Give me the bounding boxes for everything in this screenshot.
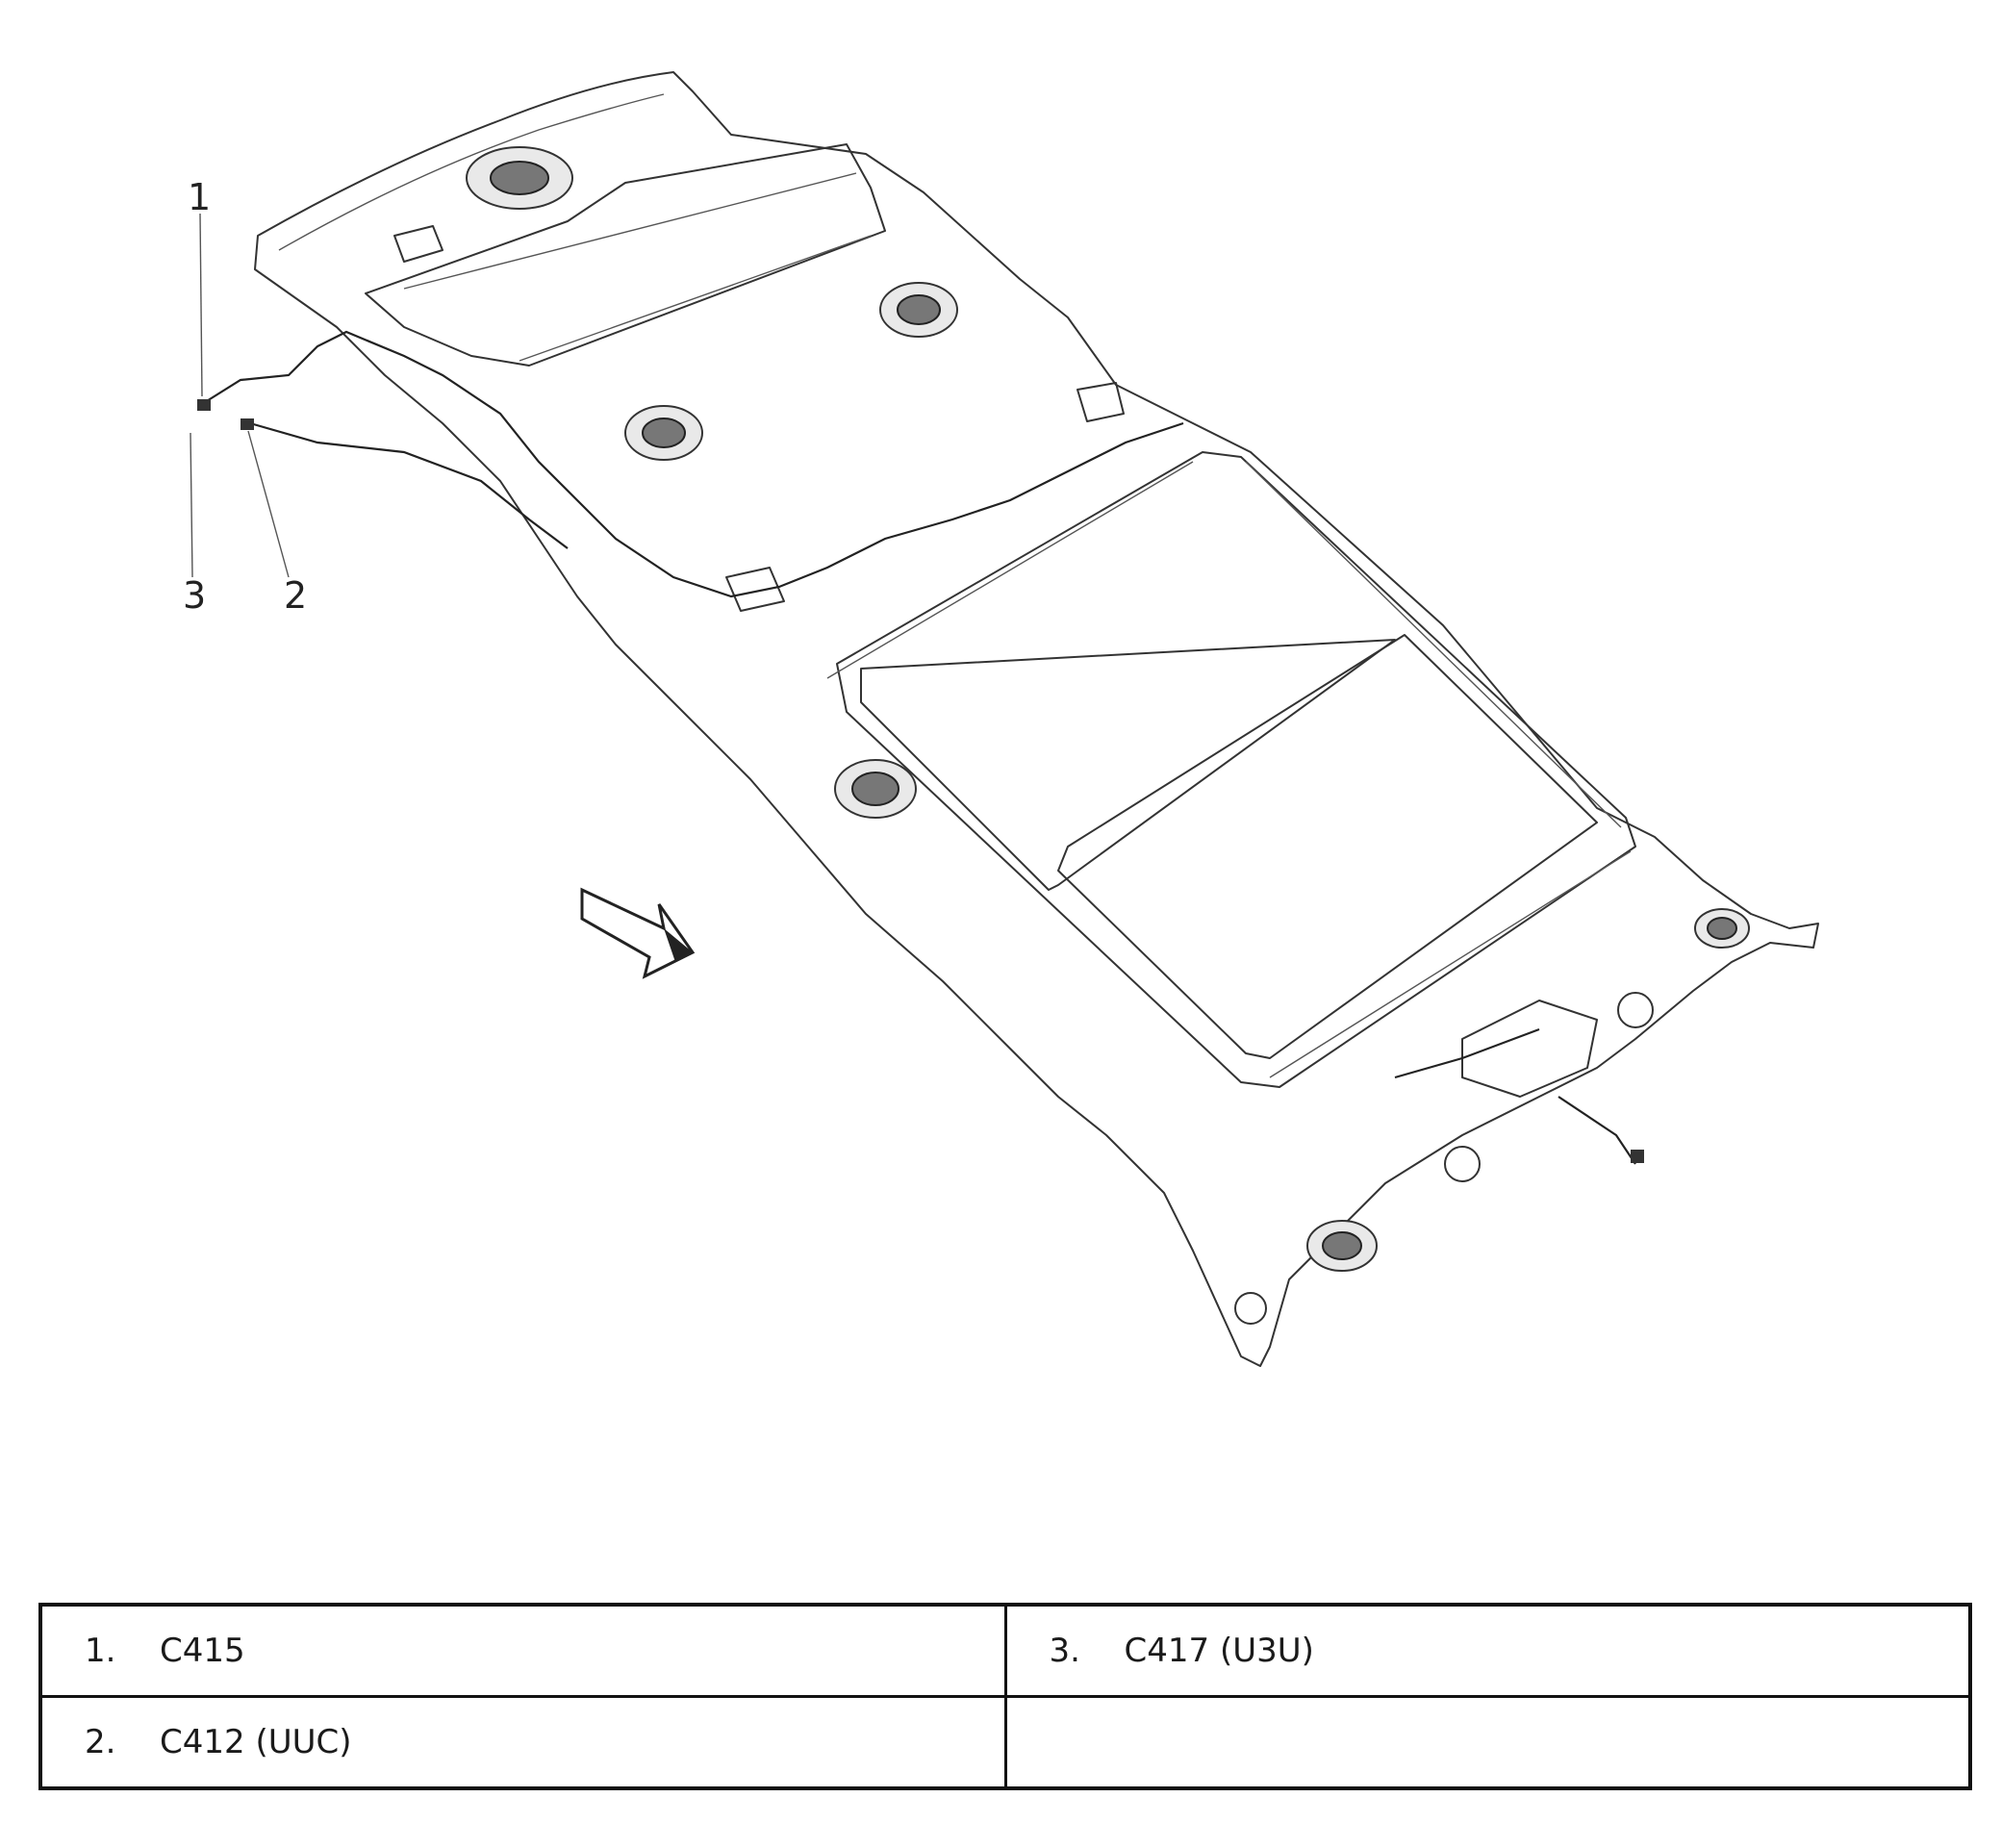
- front-overhead-speaker-icon: [466, 146, 573, 210]
- visor-clip-right: [1076, 382, 1125, 422]
- callout-1-leader: [199, 213, 203, 397]
- callout-3-leader: [190, 432, 193, 578]
- speaker-grille-icon: [834, 759, 917, 819]
- wiring-harness: [201, 330, 1184, 598]
- legend-number: 2.: [85, 1723, 116, 1761]
- front-edge-line: [278, 93, 665, 251]
- sunroof-glass-front: [860, 639, 1396, 891]
- connector-icon: [197, 399, 211, 411]
- connector-icon: [1631, 1150, 1644, 1163]
- front-direction-arrow-icon: [580, 887, 696, 979]
- legend-row: 2. C412 (UUC): [38, 1695, 1972, 1790]
- speaker-grille-icon: [1694, 908, 1750, 949]
- wiring-harness-rear: [1394, 1027, 1636, 1165]
- legend-text: C412 (UUC): [160, 1723, 352, 1761]
- sunroof-frame: [836, 451, 1636, 1088]
- connector-icon: [241, 418, 254, 430]
- legend-cell-empty: [1003, 1695, 1972, 1790]
- legend-text: C417 (U3U): [1124, 1632, 1314, 1670]
- sunroof-glass-rear: [1057, 634, 1598, 1059]
- speaker-grille-icon: [879, 282, 958, 338]
- rear-clip-left: [1444, 1146, 1481, 1182]
- visor-clip-center: [725, 567, 785, 612]
- front-panel-seam: [403, 172, 872, 362]
- callout-2: 2: [284, 574, 307, 617]
- speaker-grille-icon: [624, 405, 703, 461]
- rear-clip-right: [1617, 992, 1654, 1028]
- rear-clip-far: [1234, 1292, 1267, 1325]
- legend-cell: 1. C415: [38, 1603, 1007, 1698]
- front-panel: [365, 143, 886, 367]
- callout-2-leader: [247, 430, 290, 578]
- callout-1: 1: [188, 176, 211, 218]
- headliner-diagram: 1 2 3: [183, 71, 1819, 1367]
- legend-row: 1. C415 3. C417 (U3U): [38, 1603, 1972, 1698]
- sunroof-trim: [826, 461, 1632, 1078]
- rear-overhead-module: [1461, 1000, 1598, 1098]
- visor-clip-left: [393, 225, 443, 263]
- legend-text: C415: [160, 1632, 245, 1670]
- legend-number: 1.: [85, 1632, 116, 1670]
- legend-number: 3.: [1049, 1632, 1080, 1670]
- legend-cell: 3. C417 (U3U): [1003, 1603, 1972, 1698]
- legend-table: 1. C415 3. C417 (U3U) 2. C412 (UUC): [38, 1603, 1972, 1790]
- speaker-grille-icon: [1306, 1220, 1378, 1272]
- legend-cell: 2. C412 (UUC): [38, 1695, 1007, 1790]
- callout-3: 3: [183, 574, 206, 617]
